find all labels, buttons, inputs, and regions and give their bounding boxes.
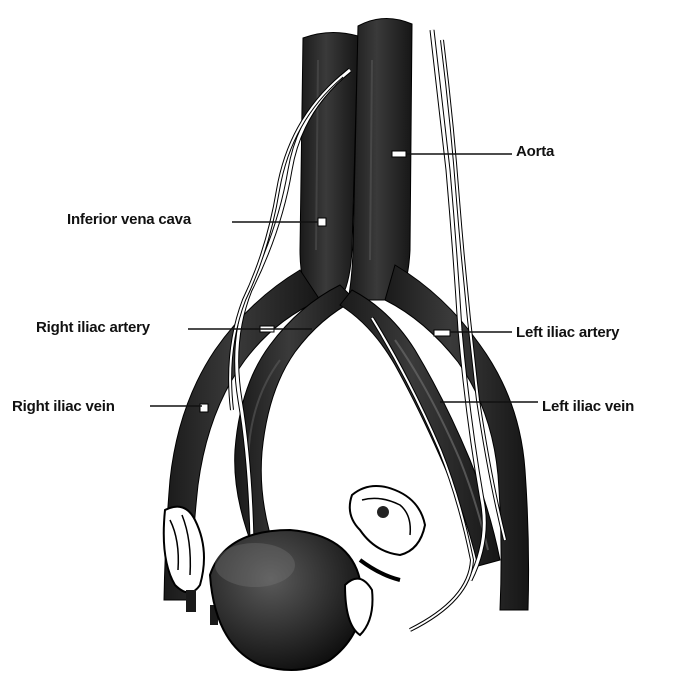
- label-left-iliac-vein: Left iliac vein: [542, 398, 634, 415]
- left-ovary: [345, 486, 425, 635]
- label-inferior-vena-cava: Inferior vena cava: [67, 211, 191, 228]
- label-left-iliac-artery: Left iliac artery: [516, 324, 619, 341]
- label-aorta: Aorta: [516, 143, 554, 160]
- right-ovary: [164, 507, 218, 625]
- label-right-iliac-vein: Right iliac vein: [12, 398, 115, 415]
- aorta-vessel: [348, 18, 412, 300]
- uterus: [210, 530, 362, 670]
- label-right-iliac-artery: Right iliac artery: [36, 319, 150, 336]
